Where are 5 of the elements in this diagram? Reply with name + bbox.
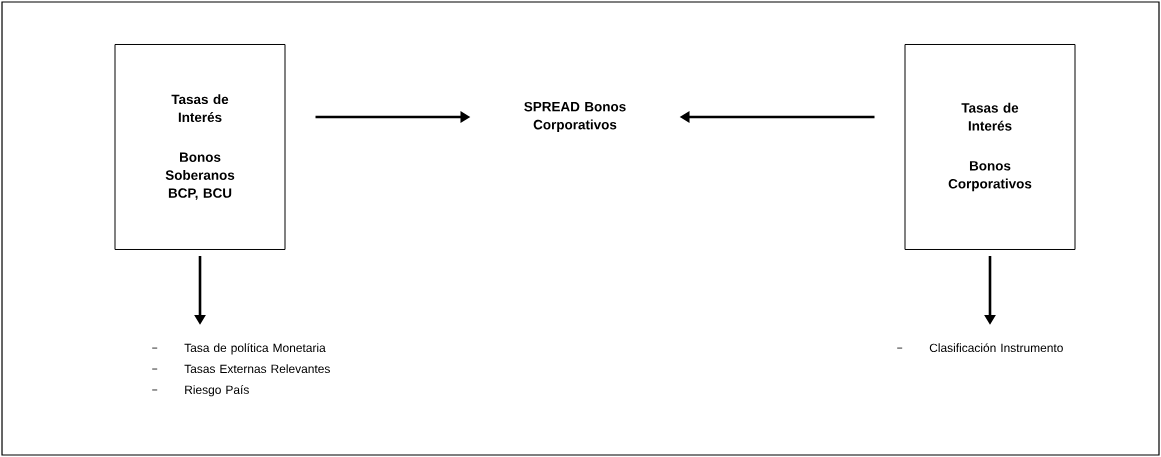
factor-list: Tasa de política Monetaria Tasas Externas Relevantes Riesgo País: [151, 343, 330, 397]
rate-box: Tasas de Interés Bonos Corporativos: [904, 44, 1076, 250]
factor-list: Clasificación Instrumento: [896, 343, 1063, 353]
rate-box: Tasas de Interés Bonos Soberanos BCP, BCU: [114, 44, 286, 250]
spread-label: SPREAD Bonos Corporativos: [524, 101, 626, 133]
